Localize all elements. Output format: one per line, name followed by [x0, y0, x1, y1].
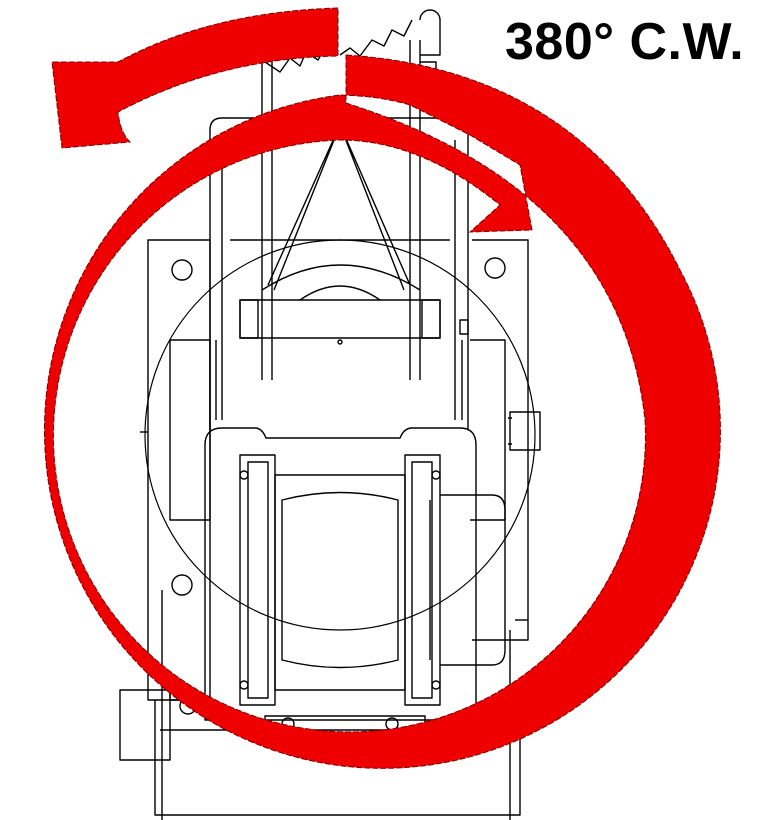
rotation-ring [43, 54, 721, 769]
lower-carriage [204, 427, 506, 721]
sling-chains [261, 124, 421, 345]
rotation-arrow [43, 7, 721, 769]
right-upper-bolt-hole [484, 257, 506, 279]
left-upper-bolt-hole [171, 259, 193, 281]
right-mounting-plate [472, 239, 529, 641]
left-lower-bolt-hole [171, 574, 193, 596]
rotation-label: 380° C.W. [505, 13, 745, 71]
left-mounting-plate [147, 239, 211, 820]
middle-body [140, 339, 541, 521]
clockwise-rotation-arrow-icon [51, 7, 339, 149]
center-frame [209, 117, 469, 430]
